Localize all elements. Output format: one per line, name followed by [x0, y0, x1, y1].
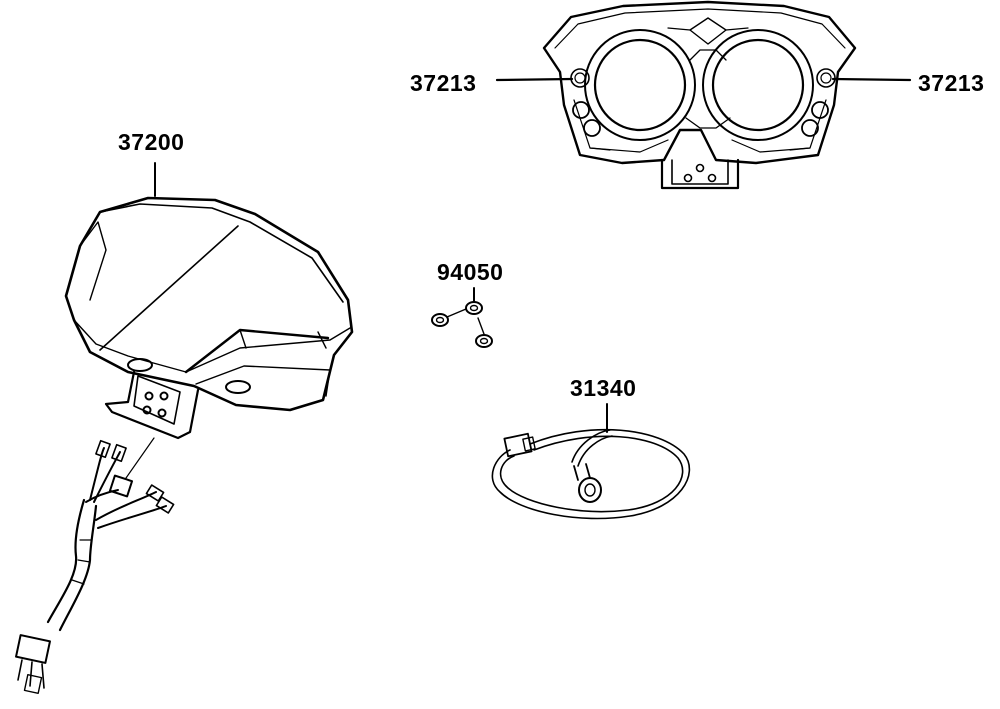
label-nut: 94050	[437, 259, 504, 285]
left-gauge-lens	[593, 38, 687, 132]
label-bulb-left: 37213	[410, 70, 477, 96]
meter-oval-lamp-1	[127, 358, 153, 372]
meter-wire-harness	[15, 439, 175, 694]
right-gauge-ring	[702, 29, 814, 141]
left-gauge-ring	[584, 29, 696, 141]
label-speedometer-cable: 31340	[570, 375, 637, 401]
leader-line-bulb-right	[831, 77, 912, 82]
cable-drive-end	[578, 477, 602, 503]
leader-line-bulb-left	[495, 77, 574, 82]
meter-face-panel	[542, 0, 857, 190]
nut-set	[431, 301, 493, 348]
meter-rear-bracket	[104, 370, 200, 440]
nut-3	[475, 334, 493, 348]
meter-mount-bracket	[660, 158, 740, 190]
nut-1	[431, 313, 449, 327]
meter-oval-lamp-2	[225, 380, 251, 394]
right-bulb-socket	[816, 68, 836, 88]
label-meter-assembly: 37200	[118, 129, 185, 155]
label-bulb-right: 37213	[918, 70, 985, 96]
nut-2	[465, 301, 483, 315]
cable-connector	[503, 432, 533, 458]
right-gauge-lens	[711, 38, 805, 132]
speedometer-cable	[491, 428, 690, 520]
meter-cover-assembly	[64, 196, 354, 479]
